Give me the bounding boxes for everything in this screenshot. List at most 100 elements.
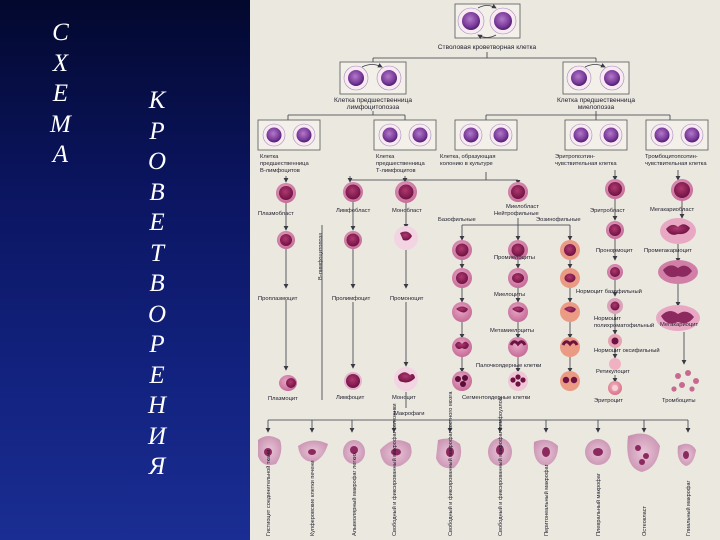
megakaryocyte-early-cell [658,260,698,284]
myelocyte-neutrophil-cell [508,268,528,288]
title-letter: Н [148,392,167,419]
diagram-canvas: Стволовая кроветворная клетка Клетка пре… [257,3,709,536]
title-letter: Х [52,49,69,77]
title-letter: Р [149,117,165,145]
colony-cell-label-1: Клетка, образующая [440,154,495,160]
neutrophilic-label: Нейтрофильные [494,210,539,217]
title-letter: И [148,422,167,450]
megakaryocyte-cell [656,305,700,331]
myeloblast-cell [508,182,528,202]
bone-marrow-macrophage-cell [436,438,462,469]
basophilic-label: Базофильные [438,217,476,223]
title-letter: Р [149,331,165,358]
segmented-eosinophil-cell [560,371,580,391]
metamyelocyte-neutrophil-cell [508,302,528,322]
band-basophil-cell [452,337,472,357]
title-word-hematopoiesis: К Р О В Е Т В О Р Е Н И Я [148,86,166,483]
myelo-precursor-label-1: Клетка предшественница [557,97,635,104]
plasmocyte-cell [279,375,297,391]
lympho-precursor-label-1: Клетка предшественница [334,97,412,104]
macrophage-type-label: Свободный и фиксированный макрофаг лимфо… [497,397,504,536]
b-precursor-label-1: Клетка [260,154,279,160]
lymphoblast-cell [343,182,363,202]
megakaryocyte-label: Мегакариоцит [660,322,698,328]
b-precursor-label-2: предшественница [260,161,309,167]
lymphocyte-label: Лимфоцит [336,395,365,401]
eosinophilic-label: Эозинофильные [536,217,581,223]
b-lymphocytopoiesis-label: В-лимфоцитопоэз [318,233,324,280]
b-precursor-label-3: В-лимфоцитов [260,168,300,174]
title-letter: М [50,110,71,138]
polychromatophilic-normocyte-cell [607,298,623,314]
promyelocyte-basophil-cell [452,240,472,260]
macrophage-type-label: Альвеолярный макрофаг легких [351,452,358,536]
macrophage-type-label: Плевральный макрофаг [595,473,602,536]
macrophage-type-label: Гистиоцит соединительной ткани [265,450,272,536]
erythrocyte-cell [608,381,622,395]
megakaryoblast-label: Мегакариобласт [650,207,694,213]
erythropoietin-cell-box [564,119,628,151]
title-letter: К [148,87,166,114]
platelets-cells [671,370,699,392]
lympho-precursor-label-2: лимфоцитопоэза [347,104,400,111]
promonocyte-early-cell [394,226,418,250]
megakaryoblast-cell [671,179,693,201]
title-letter: Е [149,209,165,236]
title-letter: О [148,300,167,328]
polychromatophilic-normocyte-label-2: полихроматофильный [594,322,654,329]
metamyelocyte-basophil-cell [452,302,472,322]
myelo-precursor-label-2: миелопоэза [578,104,615,111]
title-letter: В [149,270,165,297]
b-precursor-box [257,119,321,151]
title-letter: С [52,19,69,46]
title-letter: Е [149,361,165,389]
spleen-macrophage-cell [380,440,412,467]
oxyphilic-normocyte-cell [608,334,622,348]
erythroblast-label: Эритробласт [590,208,625,214]
hematopoiesis-diagram: Стволовая кроветворная клетка Клетка пре… [250,0,720,540]
metamyelocyte-eosinophil-cell [560,302,580,322]
title-letter: О [148,148,167,175]
plasmoblast-label: Плазмобласт [258,211,294,217]
reticulocyte-cell [609,358,621,370]
macrophage-type-label: Остеокласт [642,505,648,536]
proplasmocyte-label: Проплазмоцит [258,296,298,302]
pleural-macrophage-cell [585,439,611,465]
title-letter: А [52,141,69,168]
myelo-precursor-box [562,61,630,95]
title-letter: Е [52,80,69,107]
title-letter: В [149,178,165,206]
lymphocyte-cell [344,372,362,390]
pronormocyte-label: Пронормоцит [596,248,633,254]
osteoclast-cell [627,433,660,472]
lymph-node-macrophage-cell [488,438,512,466]
promegakaryocyte-label: Промегакариоцит [644,248,692,254]
monoblast-cell [395,181,417,203]
monoblast-label: Монобласт [392,208,422,214]
stem-cell-box [454,3,521,40]
erythroblast-cell [605,179,625,199]
band-neutrophil-cell [508,337,528,357]
t-precursor-label-1: Клетка [376,154,395,160]
thrombopoietin-cell-box [645,119,709,151]
promonocyte-label: Промоноцит [390,296,424,302]
macrophage-type-label: Купферовские клетки печени [310,460,316,536]
myelocytes-label: Миелоциты [494,292,525,298]
macrophage-type-label: Перитонеальный макрофаг [543,464,550,536]
myelocyte-basophil-cell [452,268,472,288]
title-letter: Я [148,453,166,480]
macrophage-type-label: Глиальный макрофаг [685,480,692,536]
plasmoblast-cell [276,183,296,203]
basophilic-normocyte-cell [607,264,623,280]
peritoneal-macrophage-cell [533,439,558,466]
promyelocyte-neutrophil-cell [508,240,528,260]
thrombopoietin-cell-label-2: чувствительная клетка [645,161,707,167]
colony-cell-label-2: колонию в культуре [440,161,493,167]
erythropoietin-cell-label-1: Эритропоэтин- [555,154,595,160]
erythrocyte-label: Эритроцит [594,398,623,404]
myeloblast-label: Миелобласт [506,204,539,210]
plasmocyte-label: Плазмоцит [268,396,298,402]
colony-cell-box [454,119,518,151]
t-precursor-label-2: предшественница [376,161,425,167]
